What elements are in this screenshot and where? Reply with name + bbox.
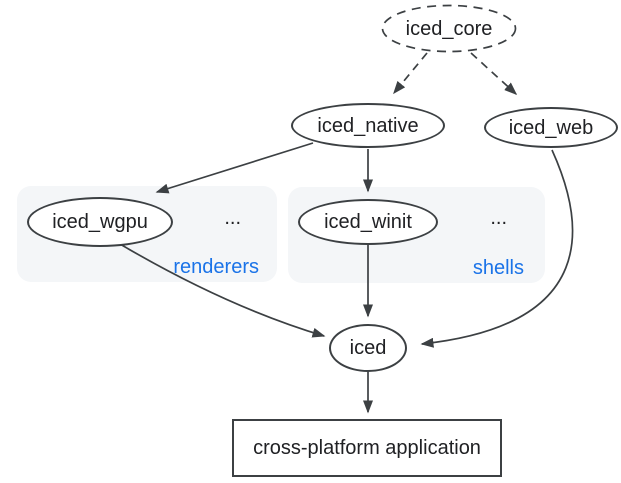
node-iced-web: iced_web <box>484 107 618 148</box>
node-iced-label: iced <box>349 337 387 359</box>
node-iced-native-label: iced_native <box>317 114 419 137</box>
node-iced-winit-label: iced_winit <box>324 211 412 233</box>
edge-iced_core-iced_web <box>470 52 518 96</box>
node-iced-core: iced_core <box>382 5 516 52</box>
shells-ellipsis: ... <box>490 207 507 229</box>
renderers-group-label: renderers <box>173 256 259 278</box>
node-iced-wgpu: iced_wgpu <box>27 197 173 247</box>
edge-iced_native-iced_wgpu <box>155 142 314 194</box>
renderers-ellipsis: ... <box>224 207 241 229</box>
node-iced-web-label: iced_web <box>508 116 594 139</box>
edge-iced_wgpu-iced <box>119 243 326 338</box>
iced-core-dashed-outline <box>381 4 517 53</box>
edge-iced_web-iced <box>420 149 574 348</box>
node-iced-winit: iced_winit <box>298 199 438 245</box>
node-cross-platform-application-label: cross-platform application <box>253 437 481 459</box>
node-iced-wgpu-label: iced_wgpu <box>52 211 148 233</box>
node-iced: iced <box>329 324 407 372</box>
node-cross-platform-application: cross-platform application <box>232 419 502 477</box>
edge-iced_core-iced_native <box>393 52 428 95</box>
node-iced-native: iced_native <box>291 103 445 148</box>
shells-group-label: shells <box>472 257 524 279</box>
node-iced-core-label: iced_core <box>405 17 493 40</box>
